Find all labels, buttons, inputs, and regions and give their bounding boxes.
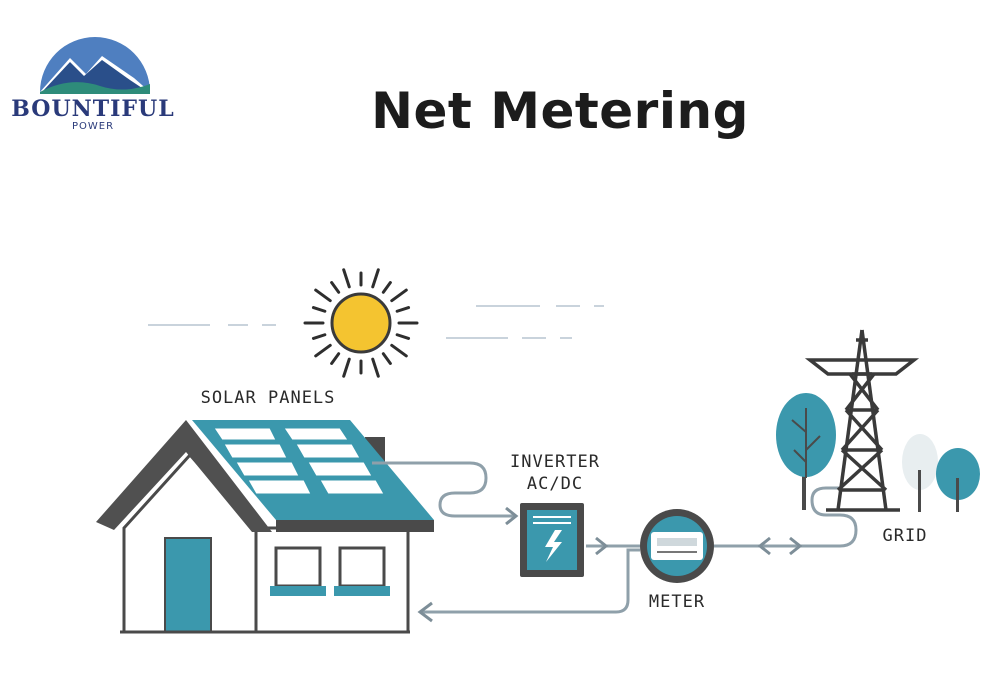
sun-ray: [395, 306, 411, 313]
tree-icon: [776, 393, 980, 512]
sun-ray: [390, 288, 408, 303]
flow-arrows: [417, 506, 803, 623]
sun-ray: [311, 333, 327, 340]
transmission-tower-icon: [804, 329, 920, 512]
inverter-icon: [520, 503, 584, 577]
sun-ray: [314, 288, 332, 303]
sun-ray: [314, 343, 332, 358]
inverter-label-line1: INVERTER: [510, 452, 600, 472]
solar-panel-grid: [213, 427, 385, 495]
sun-ray: [342, 268, 351, 289]
sun-ray: [390, 343, 408, 358]
page-title: Net Metering: [371, 82, 749, 140]
solar-panels-label: SOLAR PANELS: [200, 388, 336, 408]
house-icon: [96, 420, 434, 634]
sun-ray: [381, 281, 392, 294]
sun-ray: [342, 357, 351, 378]
sun-icon: [303, 268, 419, 378]
sun-ray: [371, 357, 380, 378]
sun-ray: [371, 268, 380, 289]
company-logo: [40, 37, 150, 94]
meter-label: METER: [648, 592, 706, 612]
sun-ray: [395, 333, 411, 340]
sun-ray: [330, 281, 341, 294]
sun-ray: [311, 306, 327, 313]
sun-ray: [381, 352, 392, 365]
sun-ray: [330, 352, 341, 365]
logo-name: BOUNTIFUL: [11, 96, 175, 122]
power-wires: [372, 461, 858, 614]
wind-dashes: [148, 305, 604, 339]
logo-tagline: POWER: [71, 121, 115, 132]
meter-icon: [640, 509, 714, 583]
grid-label: GRID: [882, 526, 928, 546]
inverter-label-line2: AC/DC: [526, 474, 584, 494]
